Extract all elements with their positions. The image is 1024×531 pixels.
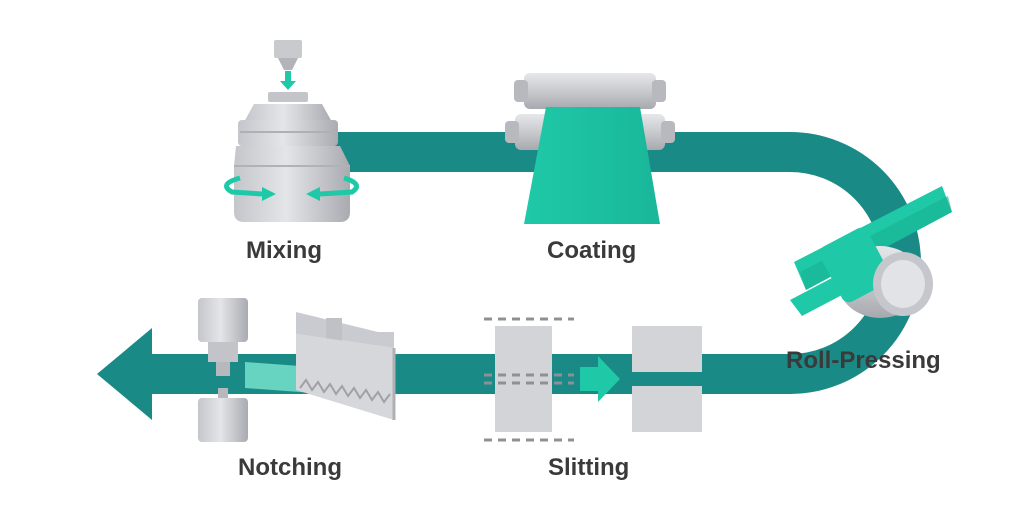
flow-arrow-left bbox=[97, 328, 152, 420]
slit-sheet-top bbox=[632, 326, 702, 372]
label-coating: Coating bbox=[547, 237, 636, 264]
coated-sheet bbox=[524, 107, 660, 224]
roll-pressing-machine bbox=[790, 186, 952, 318]
label-notching: Notching bbox=[238, 454, 342, 481]
notching-machine bbox=[198, 298, 396, 442]
slitting-machine bbox=[484, 317, 702, 442]
uncut-sheet bbox=[495, 326, 552, 432]
mixing-machine bbox=[224, 40, 359, 222]
label-mixing: Mixing bbox=[246, 237, 322, 264]
notching-comb bbox=[296, 334, 394, 420]
slit-sheet-bottom bbox=[632, 386, 702, 432]
label-roll-pressing: Roll-Pressing bbox=[786, 347, 941, 374]
coating-machine bbox=[505, 73, 675, 224]
label-slitting: Slitting bbox=[548, 454, 629, 481]
